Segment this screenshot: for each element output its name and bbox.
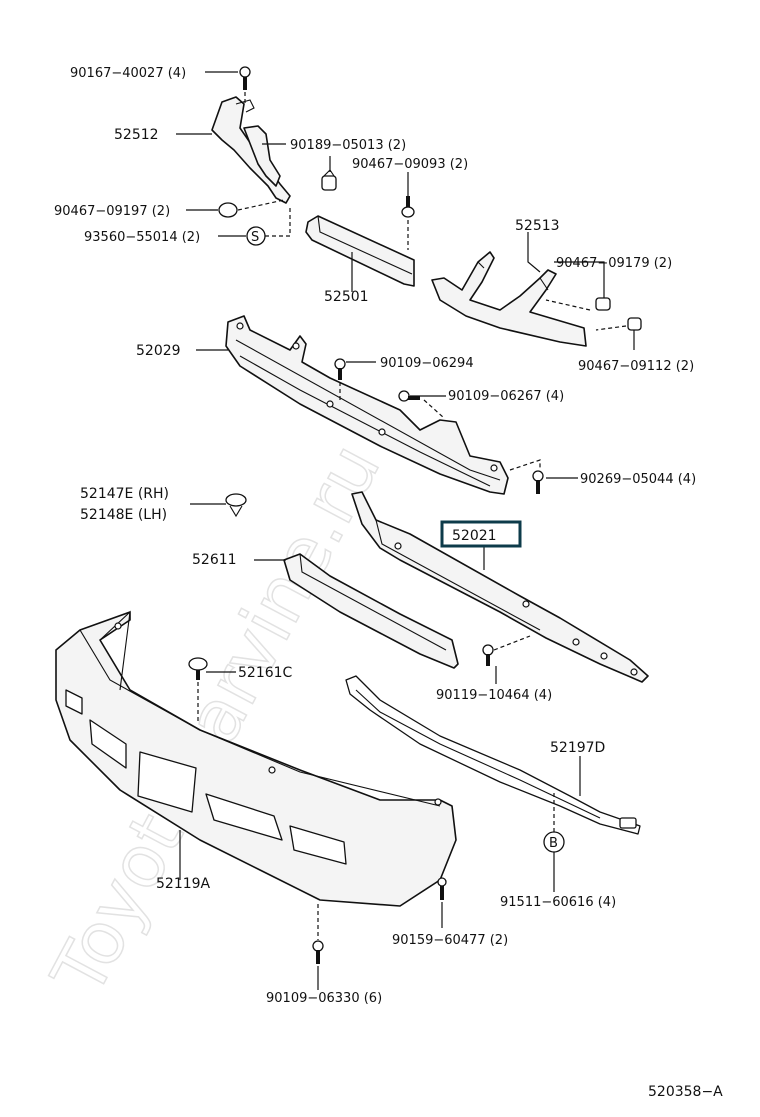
label-52611: 52611 [192, 552, 237, 568]
symbol-b: B [543, 831, 565, 853]
screw-90109-06330[interactable] [312, 940, 324, 964]
bolt-90167[interactable] [239, 66, 251, 90]
label-52197d: 52197D [550, 740, 605, 756]
label-93560-55014: 93560−55014 (2) [84, 230, 200, 245]
molding-52501[interactable] [305, 215, 415, 287]
retainer-52512[interactable] [211, 96, 291, 204]
dash-line [265, 206, 291, 237]
clip-90467-09179[interactable] [595, 297, 611, 311]
label-91511-60616: 91511−60616 (4) [500, 895, 616, 910]
label-90467-09179: 90467−09179 (2) [556, 256, 672, 271]
clip-90189[interactable] [321, 169, 337, 191]
spacer-52611[interactable] [283, 553, 459, 669]
label-90109-06330: 90109−06330 (6) [266, 991, 382, 1006]
symbol-s: S [246, 226, 266, 246]
label-52147e: 52147E (RH) [80, 486, 169, 502]
label-90467-09093: 90467−09093 (2) [352, 157, 468, 172]
label-52148e: 52148E (LH) [80, 507, 167, 523]
dash-line [509, 459, 541, 471]
clip-90467-09112[interactable] [627, 317, 642, 331]
symbol-s-label: S [251, 230, 259, 245]
clip-90467-09093[interactable] [401, 196, 415, 218]
dash-line [595, 325, 627, 331]
label-52029: 52029 [136, 343, 181, 359]
label-52119a: 52119A [156, 876, 211, 892]
dash-line [493, 635, 531, 651]
bumper-cover-52119a[interactable] [55, 610, 457, 907]
clip-90467-09197[interactable] [210, 202, 238, 218]
label-90109-06294: 90109−06294 [380, 356, 474, 371]
screw-90159[interactable] [437, 877, 447, 900]
clip-52161c[interactable] [188, 657, 208, 680]
label-90467-09112: 90467−09112 (2) [578, 359, 694, 374]
reinforcement-52021[interactable] [351, 491, 649, 683]
symbol-b-label: B [549, 836, 558, 851]
label-52513: 52513 [515, 218, 560, 234]
bolt-90269[interactable] [532, 470, 544, 494]
bolt-90109-06267[interactable] [398, 390, 420, 402]
label-90167-40027: 90167−40027 (4) [70, 66, 186, 81]
label-90189-05013: 90189−05013 (2) [290, 138, 406, 153]
label-90159-60477: 90159−60477 (2) [392, 933, 508, 948]
label-90119-10464: 90119−10464 (4) [436, 688, 552, 703]
bolt-90109-06294[interactable] [334, 358, 346, 380]
dash-line [423, 399, 445, 419]
retainer-52147e[interactable] [225, 493, 247, 518]
retainer-52513[interactable] [431, 251, 587, 347]
leader-lines [176, 71, 635, 990]
bolt-90119[interactable] [482, 644, 494, 666]
label-90109-06267: 90109−06267 (4) [448, 389, 564, 404]
absorber-52029[interactable] [225, 315, 509, 495]
dash-line [545, 299, 591, 311]
label-90269-05044: 90269−05044 (4) [580, 472, 696, 487]
label-52501: 52501 [324, 289, 369, 305]
figure-code: 520358−A [648, 1084, 723, 1100]
label-52161c: 52161C [238, 665, 293, 681]
wire-52197d[interactable] [345, 675, 641, 835]
label-52021: 52021 [452, 528, 497, 544]
highlight-52021[interactable]: 52021 [440, 520, 522, 548]
dash-line [237, 199, 285, 211]
label-90467-09197: 90467−09197 (2) [54, 204, 170, 219]
label-52512: 52512 [114, 127, 159, 143]
